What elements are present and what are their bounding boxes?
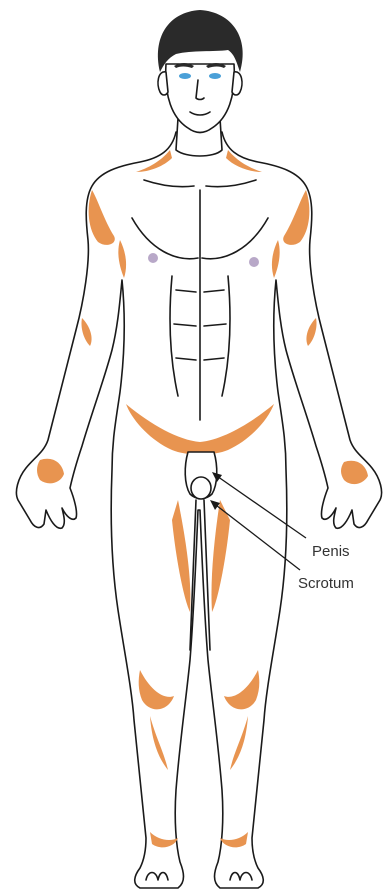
right-nipple: [249, 257, 259, 267]
hair: [158, 10, 243, 72]
penis-label: Penis: [312, 543, 350, 560]
right-ear: [232, 72, 242, 95]
left-eye: [179, 73, 191, 79]
left-ear: [158, 72, 168, 95]
torso-outline: [16, 132, 381, 888]
face-outline: [166, 64, 235, 133]
genitals: [185, 452, 217, 499]
scrotum-shape: [191, 477, 211, 499]
left-nipple: [148, 253, 158, 263]
scrotum-label: Scrotum: [298, 575, 354, 592]
head: [158, 10, 243, 156]
body-outline: [16, 132, 381, 888]
right-eye: [209, 73, 221, 79]
